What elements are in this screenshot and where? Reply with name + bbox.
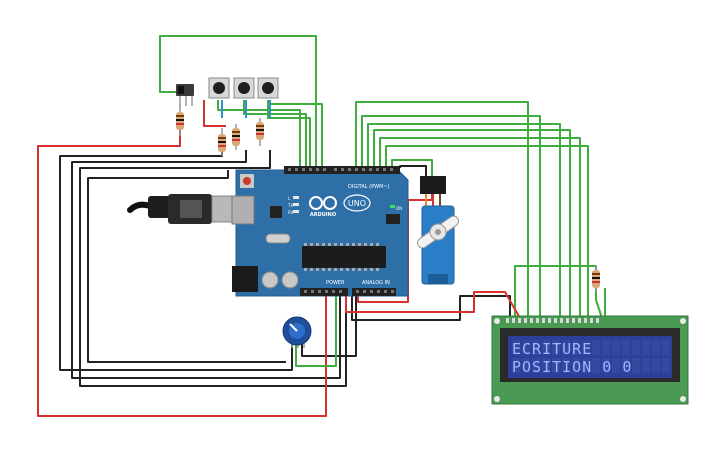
wire-red-left-vcc [37, 130, 327, 417]
wire-blue-button-ground [221, 100, 271, 118]
reset-button[interactable] [240, 174, 254, 188]
wire-green-lcd-rs [385, 145, 589, 318]
wire-green-button-top [267, 100, 323, 168]
wire-green-lcd-d5 [367, 123, 561, 318]
wire-green-button2 [243, 100, 307, 168]
wire-green-servo-signal [391, 159, 433, 178]
wire-green-lcd-d7 [355, 101, 529, 318]
wire-green-button1 [217, 100, 301, 168]
resistor-button-3 [256, 118, 264, 146]
wire-green-lcd-en [379, 137, 581, 318]
push-button-3[interactable] [257, 77, 279, 99]
tx-label: TX [287, 203, 293, 208]
lcd-char-grid [512, 340, 670, 373]
analog-label: ANALOG IN [362, 280, 390, 286]
arduino-uno-board: UNO ARDUINO DIGITAL (PWM~) POWER ANALOG … [231, 166, 409, 297]
l-label: L [288, 196, 291, 201]
wire-black-left-4 [87, 170, 286, 363]
push-button-2[interactable] [233, 77, 255, 99]
on-label: ON [396, 206, 402, 211]
push-buttons [208, 77, 279, 99]
usb-socket[interactable] [231, 195, 255, 225]
wire-black-pot [301, 295, 357, 357]
wire-black-lcd-gnd [351, 295, 511, 321]
digital-label: DIGITAL (PWM~) [348, 184, 390, 190]
lcd-display: ECRITURE POSITION 0 0 [491, 315, 689, 405]
wire-green-lcd-d6 [361, 115, 541, 318]
resistor-switch [176, 104, 184, 136]
wire-black-left-3 [79, 150, 347, 387]
wire-green-lcd-d4 [373, 129, 571, 318]
servo-motor[interactable] [415, 176, 460, 285]
wire-green-pot [295, 295, 337, 367]
wire-red-button-vcc [203, 100, 226, 127]
slide-switch[interactable] [176, 84, 194, 106]
wire-red-lcd-vcc [345, 291, 521, 319]
rx-label: RX [288, 210, 294, 215]
power-label: POWER [326, 280, 345, 286]
uno-logo-text: UNO [348, 199, 366, 208]
arduino-logo [309, 194, 371, 212]
arduino-brand-text: ARDUINO [310, 212, 336, 218]
analog-header[interactable] [352, 288, 396, 296]
resistor-button-1 [218, 128, 226, 156]
lcd-line-1: ECRITURE [512, 340, 592, 358]
resistors [176, 104, 600, 292]
wire-black-left-2 [71, 150, 341, 379]
power-header[interactable] [300, 288, 348, 296]
resistor-button-2 [232, 124, 240, 150]
wire-green-switch-loop [159, 35, 317, 168]
atmega-chip [302, 246, 386, 268]
wire-green-button3 [267, 100, 311, 168]
potentiometer[interactable] [282, 316, 312, 348]
push-button-1[interactable] [208, 77, 230, 99]
resistor-lcd-backlight [592, 266, 600, 292]
usb-cable [127, 194, 241, 224]
lcd-pin-header[interactable] [506, 318, 599, 323]
power-jack[interactable] [232, 266, 258, 292]
wires [37, 35, 606, 417]
lcd-line-2: POSITION 0 0 [512, 358, 632, 376]
